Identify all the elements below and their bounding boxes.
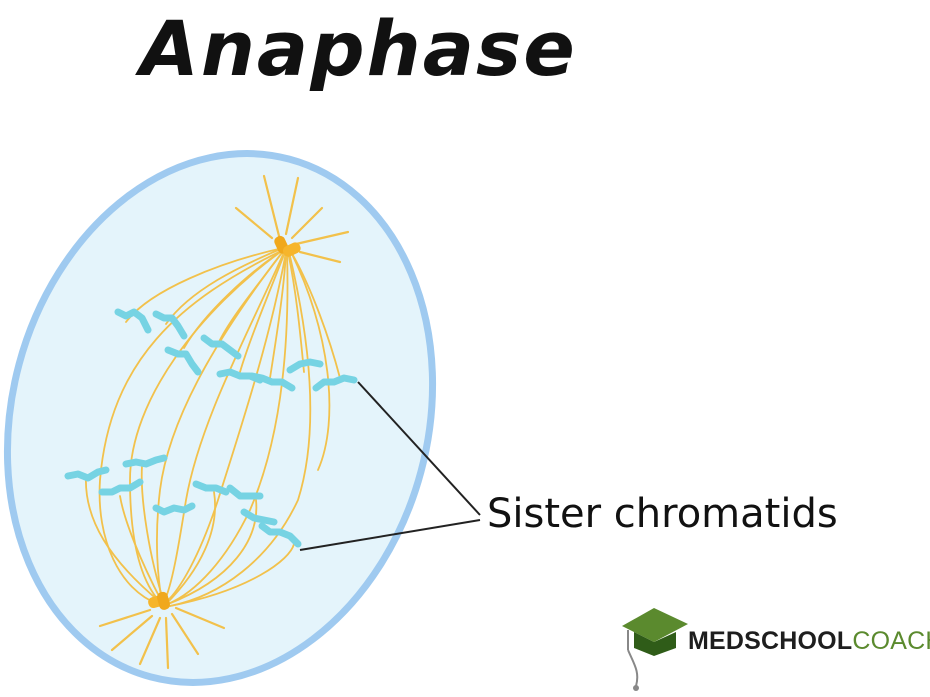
medschoolcoach-logo: MEDSCHOOLCOACH bbox=[688, 627, 930, 656]
chromatids bbox=[64, 308, 358, 548]
graduation-cap-icon bbox=[622, 608, 688, 691]
top-aster-rays bbox=[234, 174, 350, 264]
chromatid bbox=[200, 334, 242, 360]
chromatid bbox=[114, 308, 152, 334]
logo-text-part1: MEDSCHOOL bbox=[688, 627, 853, 655]
bottom-centrosome bbox=[148, 591, 171, 610]
chromatid bbox=[192, 480, 230, 496]
chromatid bbox=[240, 508, 278, 526]
leader-lines bbox=[299, 381, 481, 551]
chromatid bbox=[64, 466, 110, 482]
bottom-aster-rays bbox=[98, 606, 226, 670]
chromatid bbox=[258, 522, 302, 548]
diagram-title: Anaphase bbox=[140, 4, 577, 93]
spindle-fibers bbox=[85, 247, 341, 607]
chromatid bbox=[122, 454, 168, 468]
top-centrosome bbox=[274, 235, 301, 257]
sister-chromatids-label: Sister chromatids bbox=[487, 491, 838, 537]
chromatid bbox=[98, 478, 144, 496]
chromatid bbox=[312, 374, 358, 392]
chromatid bbox=[286, 358, 324, 374]
chromatid bbox=[226, 484, 264, 500]
cell-membrane bbox=[3, 150, 437, 686]
chromatid bbox=[248, 372, 296, 392]
chromatid bbox=[152, 502, 196, 516]
chromatid bbox=[152, 310, 188, 340]
chromatid bbox=[164, 346, 202, 376]
logo-text-part2: COACH bbox=[852, 627, 930, 655]
